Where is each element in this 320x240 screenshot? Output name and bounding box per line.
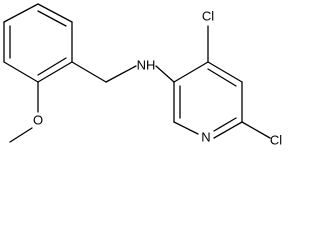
- pyridine-ring: [173, 61, 243, 139]
- bond-benzene-1: [37, 3, 73, 23]
- bond-pyr-inner-1: [207, 68, 237, 87]
- bond-benzene-inner-2: [37, 57, 67, 76]
- bond-nh-pyridine: [155, 65, 175, 83]
- bond-benzene-inner-1: [37, 10, 67, 27]
- atom-label-ring-n: N: [201, 129, 210, 144]
- atom-label-o: O: [33, 112, 43, 127]
- molecule-svg: NH N O Cl Cl: [3, 3, 282, 147]
- bond-pyr-4: [213, 121, 243, 139]
- atom-label-nh: NH: [137, 57, 156, 72]
- bond-pyr-inner-2: [213, 117, 237, 132]
- bond-benzene-3: [37, 61, 73, 83]
- bond-pyr-2: [207, 61, 243, 83]
- structure-diagram: NH N O Cl Cl: [3, 3, 282, 147]
- bond-benzene-6: [3, 3, 39, 23]
- benzene-ring: [3, 3, 73, 83]
- bond-c5-cl: [241, 121, 271, 139]
- atom-label-cl-right: Cl: [270, 132, 282, 147]
- atom-label-cl-top: Cl: [202, 8, 214, 23]
- bond-benzene-4: [3, 61, 39, 83]
- bond-ch2-nh: [105, 65, 137, 83]
- bond-pyr-5: [173, 121, 199, 135]
- bond-pyr-1: [173, 61, 209, 83]
- bond-o-methyl: [9, 127, 33, 143]
- bond-ring-ch2: [71, 61, 107, 83]
